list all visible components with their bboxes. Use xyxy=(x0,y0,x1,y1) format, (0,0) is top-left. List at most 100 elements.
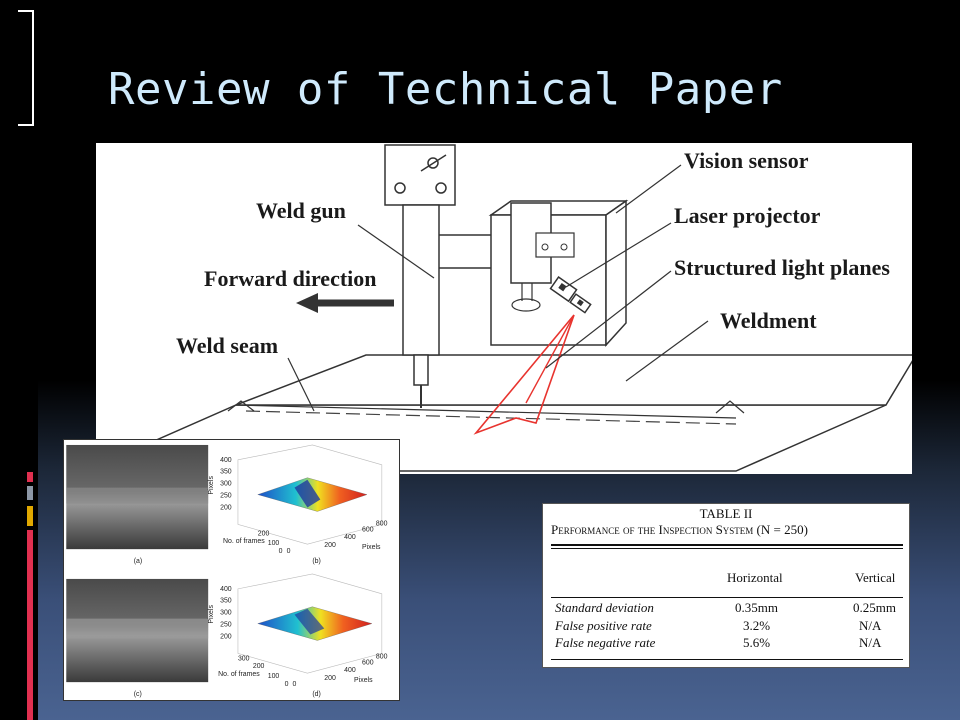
svg-text:0: 0 xyxy=(279,548,283,555)
weld-bead-a xyxy=(66,487,209,504)
table-caption: Performance of the Inspection System (N … xyxy=(551,522,808,537)
slide-title: Review of Technical Paper xyxy=(108,64,783,115)
svg-text:200: 200 xyxy=(324,675,336,682)
leader-laser-projector xyxy=(565,222,672,288)
table-row-label: Standard deviation xyxy=(555,600,654,615)
svg-text:Pixels: Pixels xyxy=(362,544,381,551)
leader-weldment xyxy=(625,320,709,382)
seam-edge xyxy=(235,404,737,419)
label-structured-light-planes: Structured light planes xyxy=(674,255,890,280)
sensor-box-side xyxy=(605,199,627,347)
results-svg: (a) (c) 400 350 300 250 200 Pixels 200 1… xyxy=(66,444,388,698)
label-weld-seam: Weld seam xyxy=(176,333,278,358)
table-rule-mid xyxy=(551,597,903,598)
svg-text:200: 200 xyxy=(220,633,232,640)
table-rule-top xyxy=(551,544,903,546)
svg-text:0: 0 xyxy=(293,681,297,688)
surface-plot-b: 400 350 300 250 200 Pixels 200 100 0 0 2… xyxy=(208,444,388,565)
table-cell: N/A xyxy=(859,635,882,650)
weld-bead-c xyxy=(66,618,209,639)
svg-text:0: 0 xyxy=(285,681,289,688)
label-laser-projector: Laser projector xyxy=(674,203,821,228)
laser-projector xyxy=(549,276,592,314)
camera-plate xyxy=(535,232,575,258)
svg-text:300: 300 xyxy=(220,481,232,488)
table-rule-bottom xyxy=(551,659,903,660)
svg-text:400: 400 xyxy=(344,667,356,674)
svg-text:300: 300 xyxy=(220,610,232,617)
table-row-label: False negative rate xyxy=(555,635,656,650)
screw-icon xyxy=(560,243,568,251)
svg-text:0: 0 xyxy=(287,548,291,555)
table-number: TABLE II xyxy=(699,506,753,521)
weld-gun-nozzle xyxy=(413,354,429,386)
svg-text:No. of frames: No. of frames xyxy=(218,671,260,678)
svg-text:350: 350 xyxy=(220,469,232,476)
svg-text:250: 250 xyxy=(220,493,232,500)
gun-mount xyxy=(384,144,456,206)
seam-bevel-left xyxy=(227,400,255,412)
weld-gun-body xyxy=(402,204,440,356)
svg-text:200: 200 xyxy=(253,663,265,670)
decor-bar-gray xyxy=(27,486,33,500)
column-header-vertical: Vertical xyxy=(855,570,896,585)
svg-text:300: 300 xyxy=(238,655,250,662)
svg-text:800: 800 xyxy=(376,520,388,527)
svg-text:No. of frames: No. of frames xyxy=(223,538,265,545)
diagram-svg: Weld gun Forward direction Weld seam Vis… xyxy=(96,144,912,472)
weldment-top xyxy=(235,354,912,406)
svg-text:400: 400 xyxy=(344,534,356,541)
bolt-icon xyxy=(427,157,439,169)
weld-seam-results-figure: (a) (c) 400 350 300 250 200 Pixels 200 1… xyxy=(63,439,400,701)
svg-text:Pixels: Pixels xyxy=(354,677,373,684)
leader-weld-seam xyxy=(287,357,315,412)
weld-seam-line xyxy=(245,410,737,425)
svg-text:350: 350 xyxy=(220,598,232,605)
svg-text:(b): (b) xyxy=(312,558,320,565)
label-weld-gun: Weld gun xyxy=(256,198,346,223)
decor-bar-red xyxy=(27,472,33,482)
table-rule-top2 xyxy=(551,548,903,549)
table-row-label: False positive rate xyxy=(555,618,652,633)
svg-text:400: 400 xyxy=(220,586,232,593)
table-cell: 5.6% xyxy=(743,635,771,650)
leader-weld-gun xyxy=(357,224,435,279)
decor-bar-gold xyxy=(27,506,33,526)
seam-bevel-right xyxy=(715,400,745,414)
svg-text:250: 250 xyxy=(220,622,232,629)
bolt-icon xyxy=(394,182,406,194)
panel-c-label: (c) xyxy=(134,691,142,698)
column-header-horizontal: Horizontal xyxy=(727,570,783,585)
svg-text:200: 200 xyxy=(324,542,336,549)
label-weldment: Weldment xyxy=(720,308,817,333)
svg-text:400: 400 xyxy=(220,457,232,464)
leader-vision-sensor xyxy=(615,164,682,214)
svg-text:600: 600 xyxy=(362,659,374,666)
svg-text:800: 800 xyxy=(376,653,388,660)
svg-text:100: 100 xyxy=(268,540,280,547)
laser-ray xyxy=(525,314,575,404)
welding-system-diagram: Weld gun Forward direction Weld seam Vis… xyxy=(96,143,912,474)
screw-icon xyxy=(541,243,549,251)
label-vision-sensor: Vision sensor xyxy=(684,148,809,173)
table-cell: N/A xyxy=(859,618,882,633)
svg-text:(d): (d) xyxy=(312,691,320,698)
table-cell: 3.2% xyxy=(743,618,771,633)
camera-lens xyxy=(511,298,541,312)
svg-text:200: 200 xyxy=(220,504,232,511)
table-cell: 0.35mm xyxy=(735,600,778,615)
svg-text:100: 100 xyxy=(268,673,280,680)
label-forward-direction: Forward direction xyxy=(204,266,377,291)
bolt-icon xyxy=(435,182,447,194)
svg-text:200: 200 xyxy=(258,530,270,537)
svg-text:Pixels: Pixels xyxy=(208,476,215,495)
table-cell: 0.25mm xyxy=(853,600,896,615)
svg-text:Pixels: Pixels xyxy=(208,605,215,624)
surface-plot-d: 400 350 300 250 200 Pixels 300 200 100 0… xyxy=(208,573,388,698)
left-decor-strip xyxy=(0,0,38,720)
forward-arrow-icon xyxy=(296,293,318,313)
mount-bracket xyxy=(420,154,447,172)
decor-bracket xyxy=(18,10,34,126)
structured-light-planes xyxy=(473,314,575,435)
panel-a-label: (a) xyxy=(134,558,142,565)
